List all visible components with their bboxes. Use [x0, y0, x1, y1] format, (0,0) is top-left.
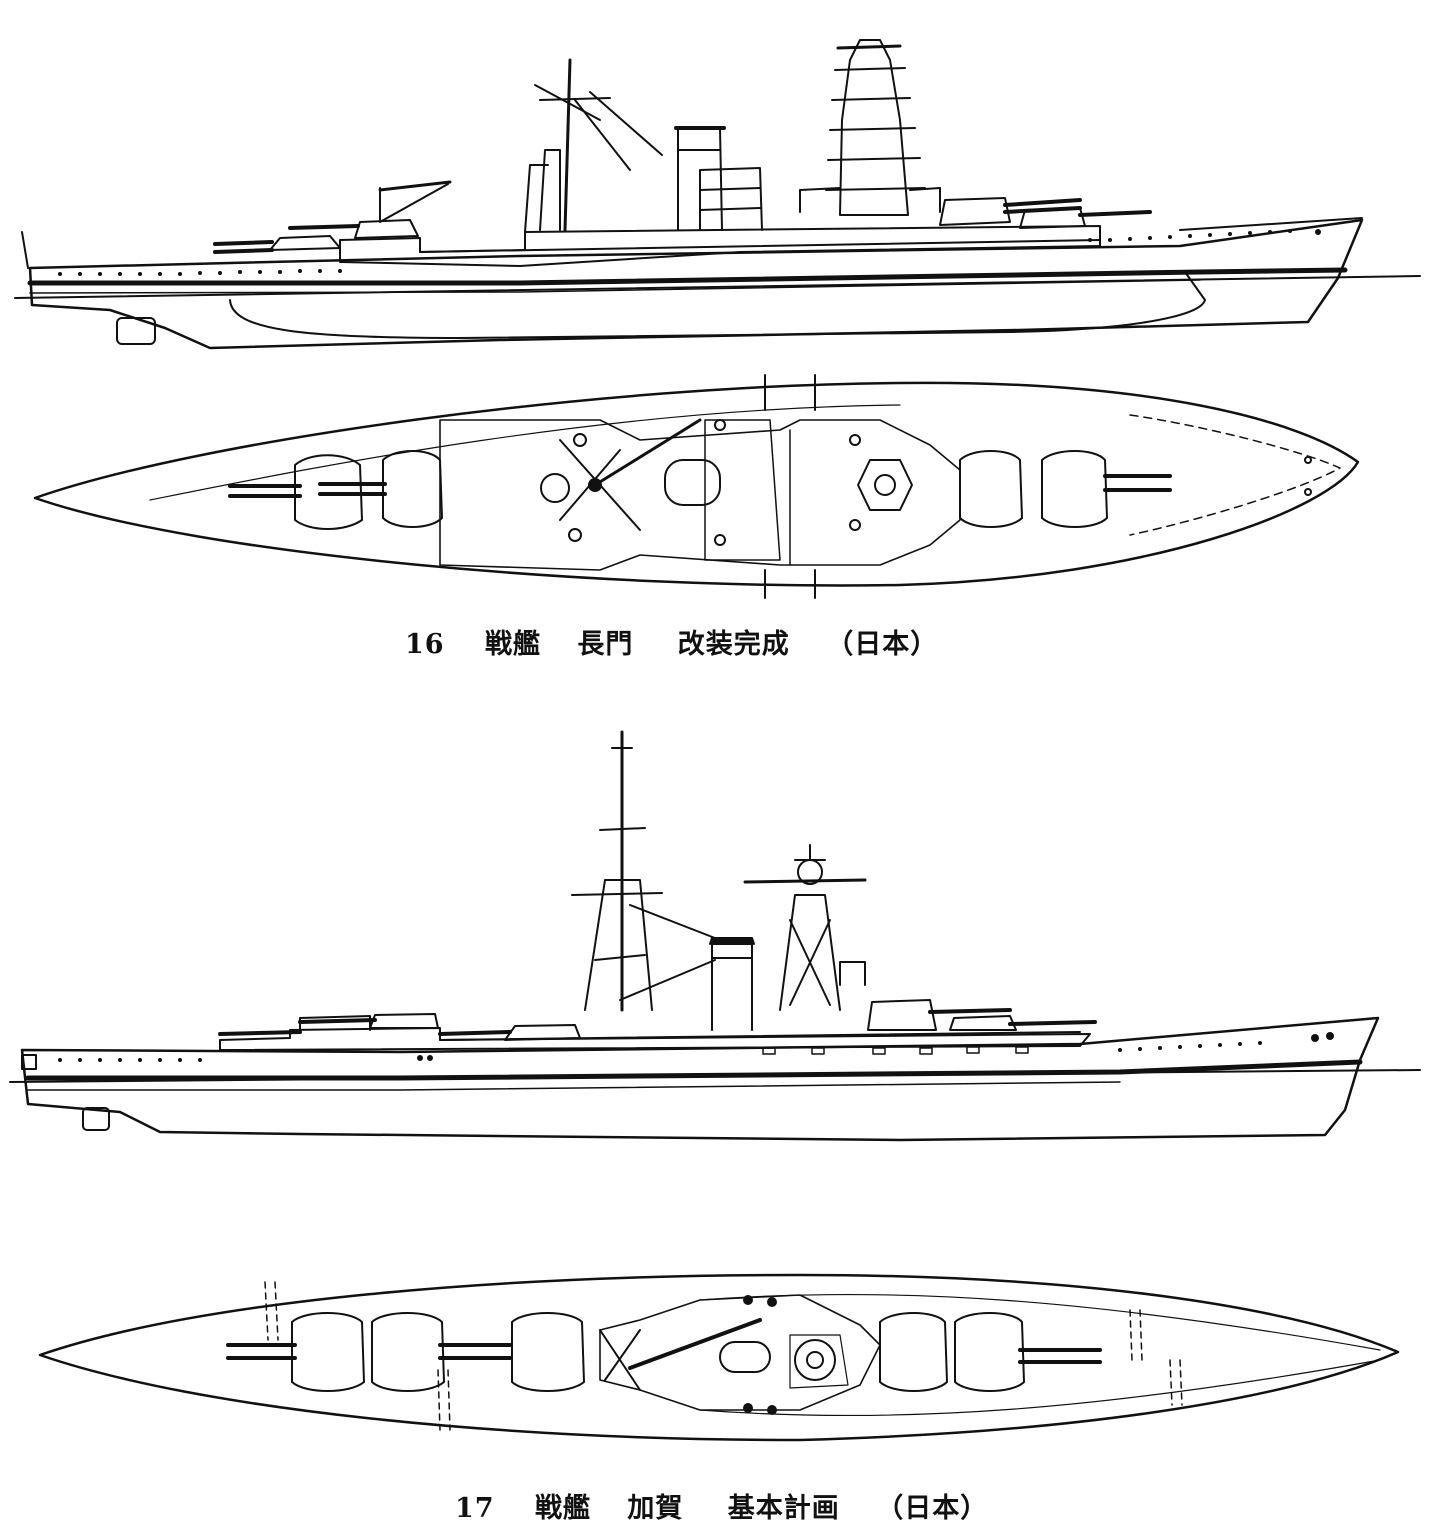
plate-caption-17: 17 戦艦 加賀 基本計画 （日本）	[455, 1486, 988, 1525]
kaga-profile-view	[9, 730, 1421, 1142]
ship-name: 加賀	[627, 1493, 684, 1524]
ship-type: 戦艦	[534, 1493, 591, 1524]
plate-number: 17	[455, 1493, 495, 1524]
ship-country: （日本）	[826, 629, 939, 660]
nagato-plan-view	[33, 374, 1360, 599]
kaga-plan-view	[38, 1273, 1400, 1442]
plate-number: 16	[405, 629, 445, 660]
ship-state: 改装完成	[677, 629, 790, 660]
ship-type: 戦艦	[484, 629, 541, 660]
ship-country: （日本）	[876, 1493, 989, 1524]
plate-caption-16: 16 戦艦 長門 改装完成 （日本）	[405, 622, 938, 661]
ship-state: 基本計画	[727, 1493, 840, 1524]
nagato-profile-view	[14, 39, 1421, 350]
ship-name: 長門	[577, 629, 634, 660]
